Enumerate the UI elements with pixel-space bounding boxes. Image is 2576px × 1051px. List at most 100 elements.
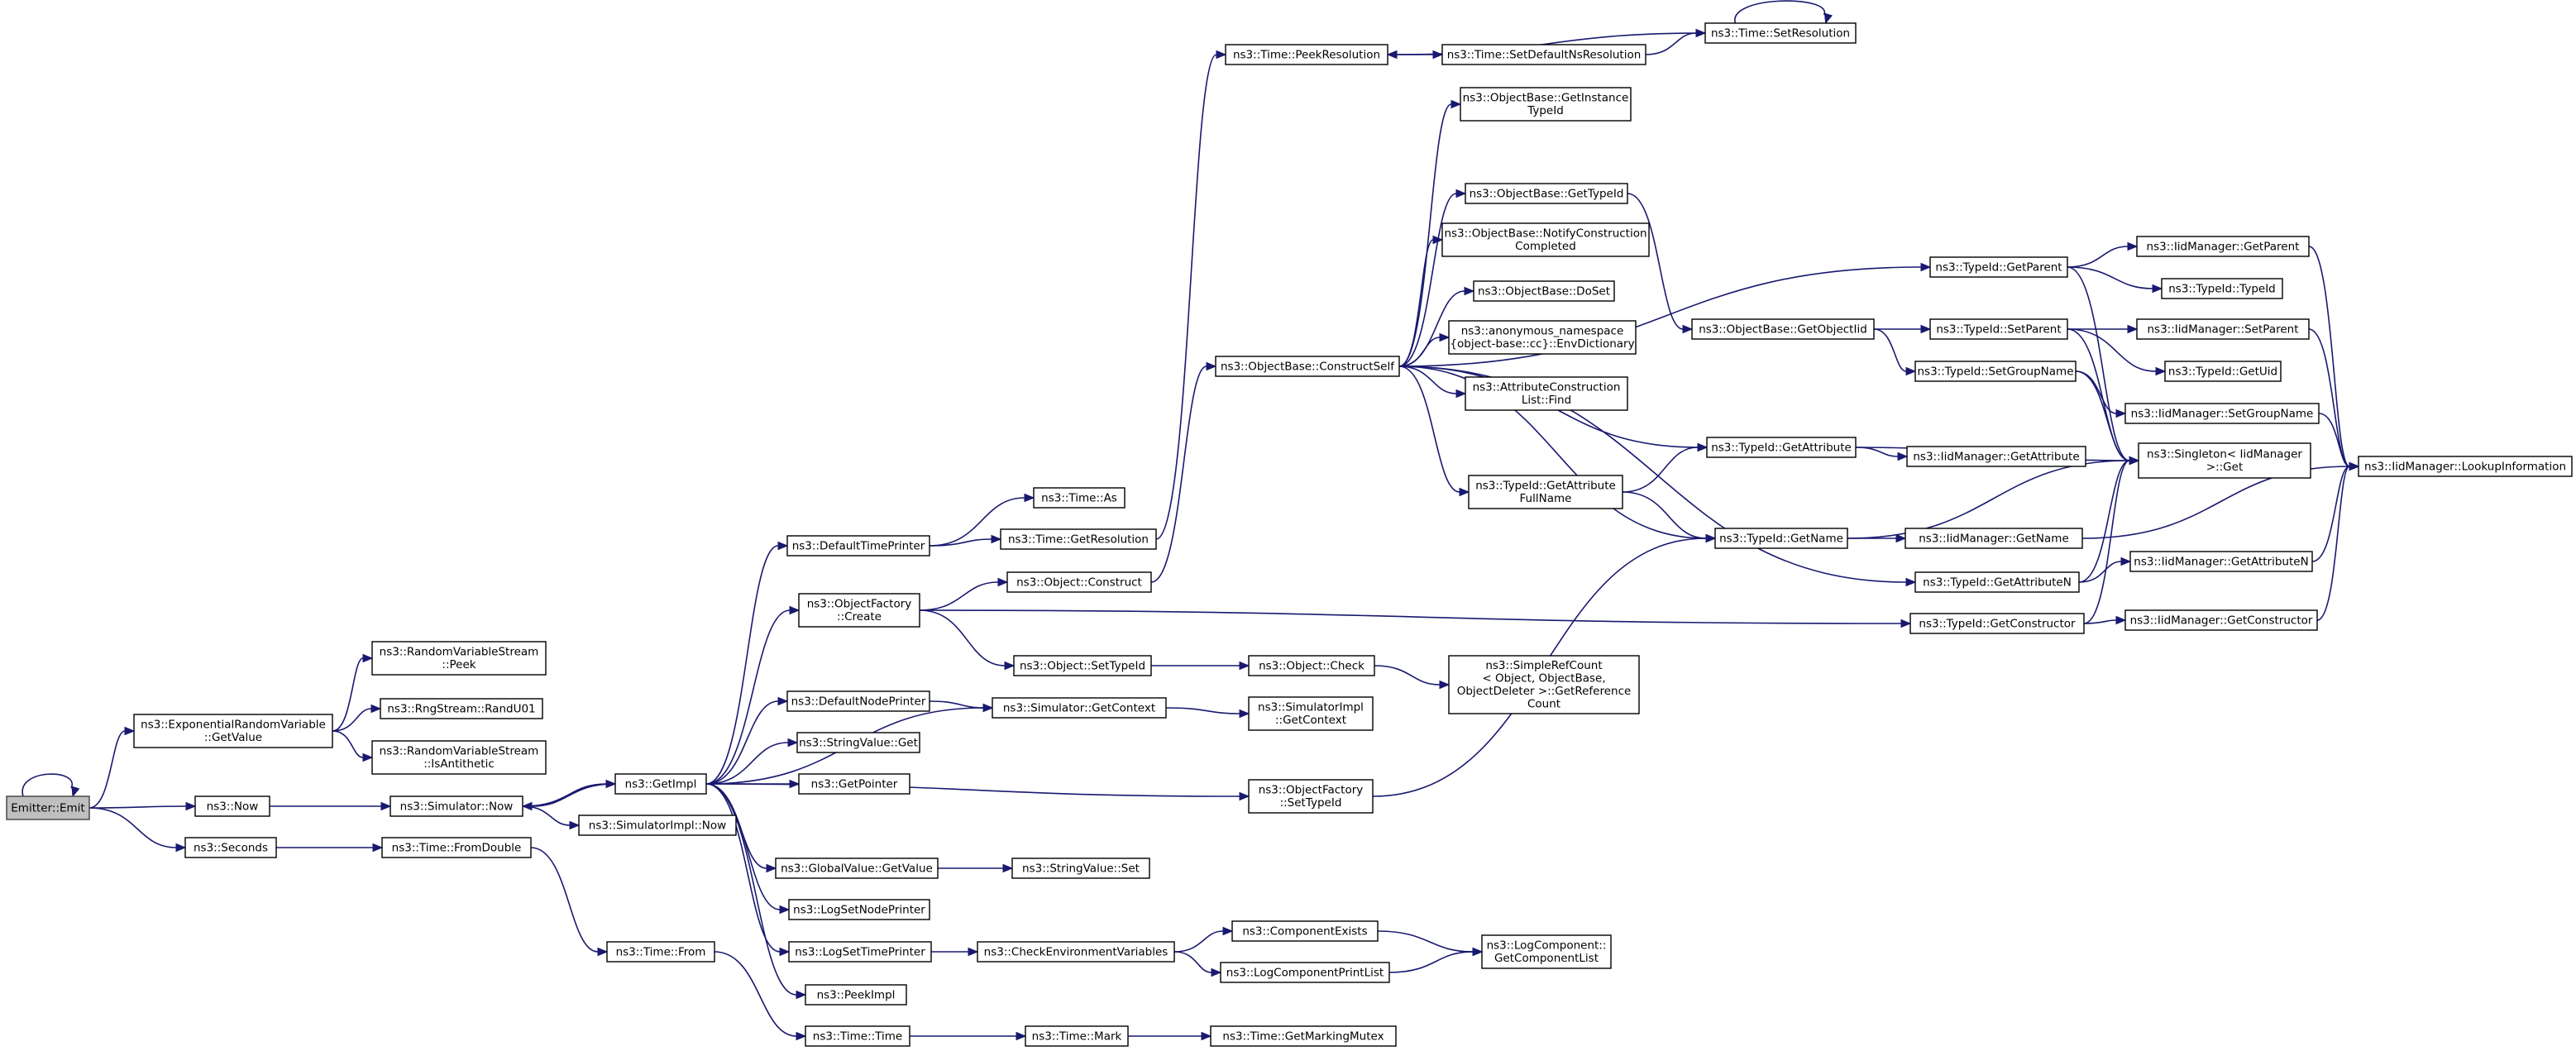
edge-objbasegettypeid-to-objbasegetobjtid	[1627, 193, 1694, 334]
node-setdefnsres[interactable]: ns3::Time::SetDefaultNsResolution	[1441, 44, 1646, 65]
node-box	[1013, 655, 1152, 676]
edge-line	[88, 730, 126, 809]
node-getpointer[interactable]: ns3::GetPointer	[798, 773, 910, 795]
node-box	[578, 815, 737, 836]
edge-line	[530, 847, 599, 953]
node-timeas[interactable]: ns3::Time::As	[1033, 487, 1126, 509]
edge-line	[2316, 466, 2350, 621]
node-box	[1465, 376, 1628, 411]
node-tidgetattrn[interactable]: ns3::TypeId::GetAttributeN	[1914, 571, 2080, 593]
node-objsettypeid[interactable]: ns3::Object::SetTypeId	[1013, 655, 1152, 676]
edge-line	[2067, 266, 2130, 461]
node-tidgetconstructor[interactable]: ns3::TypeId::GetConstructor	[1909, 613, 2085, 634]
node-seconds[interactable]: ns3::Seconds	[184, 837, 277, 858]
node-peekimpl[interactable]: ns3::PeekImpl	[805, 984, 907, 1006]
node-objfactsettypeid[interactable]: ns3::ObjectFactory::SetTypeId	[1248, 779, 1374, 814]
node-timetime[interactable]: ns3::Time::Time	[805, 1025, 910, 1047]
node-simimplnow[interactable]: ns3::SimulatorImpl::Now	[578, 815, 737, 836]
node-label: ns3::Object::SetTypeId	[1020, 659, 1145, 672]
node-logsetnodeprinter[interactable]: ns3::LogSetNodePrinter	[788, 899, 930, 920]
node-strvalset[interactable]: ns3::StringValue::Set	[1011, 858, 1150, 879]
node-checkenv[interactable]: ns3::CheckEnvironmentVariables	[977, 941, 1175, 963]
edge-line	[705, 783, 1240, 797]
node-box	[1929, 318, 2068, 340]
node-timefrom[interactable]: ns3::Time::From	[606, 941, 715, 963]
node-objbaseconstructself[interactable]: ns3::ObjectBase::ConstructSelf	[1215, 356, 1400, 377]
arrowhead-icon	[766, 863, 777, 873]
node-label: ns3::PeekImpl	[817, 988, 896, 1001]
node-label: ns3::GetImpl	[625, 777, 697, 791]
node-iidgetparent[interactable]: ns3::IidManager::GetParent	[2136, 236, 2310, 257]
arrowhead-icon	[777, 696, 789, 706]
node-simnow[interactable]: ns3::Simulator::Now	[390, 795, 523, 817]
node-tidsetgroupname[interactable]: ns3::TypeId::SetGroupName	[1914, 361, 2077, 382]
arrowhead-icon	[2115, 408, 2127, 418]
node-logcompgetlist[interactable]: ns3::LogComponent::GetComponentList	[1481, 934, 1612, 969]
node-tidgetuid[interactable]: ns3::TypeId::GetUid	[2164, 361, 2282, 382]
node-simplerefcount[interactable]: ns3::SimpleRefCount< Object, ObjectBase,…	[1448, 655, 1640, 714]
node-globalvalget[interactable]: ns3::GlobalValue::GetValue	[775, 858, 939, 879]
node-objfactcreate[interactable]: ns3::ObjectFactory::Create	[798, 593, 920, 628]
node-peekres[interactable]: ns3::Time::PeekResolution	[1225, 44, 1388, 65]
node-tidgetparent[interactable]: ns3::TypeId::GetParent	[1929, 256, 2068, 278]
node-logsettimeprinter[interactable]: ns3::LogSetTimePrinter	[788, 941, 932, 963]
node-iidgetattrn[interactable]: ns3::IidManager::GetAttributeN	[2129, 551, 2313, 572]
arrowhead-icon	[2120, 557, 2132, 566]
edge-line	[1398, 239, 1434, 367]
node-simgetcontext[interactable]: ns3::Simulator::GetContext	[992, 697, 1167, 719]
node-timemark[interactable]: ns3::Time::Mark	[1025, 1025, 1129, 1047]
node-box	[1929, 256, 2068, 278]
node-singletonget[interactable]: ns3::Singleton< IidManager>::Get	[2138, 442, 2311, 479]
node-iidgetname[interactable]: ns3::IidManager::GetName	[1905, 528, 2083, 549]
node-strvalget[interactable]: ns3::StringValue::Get	[796, 732, 920, 753]
node-randu01[interactable]: ns3::RngStream::RandU01	[380, 698, 543, 719]
node-getimpl[interactable]: ns3::GetImpl	[614, 773, 707, 795]
node-tidgetattr[interactable]: ns3::TypeId::GetAttribute	[1706, 437, 1857, 458]
arrowhead-icon	[968, 947, 979, 957]
node-emit[interactable]: Emitter::Emit	[6, 795, 90, 820]
edge-line	[1398, 266, 1922, 367]
node-setres[interactable]: ns3::Time::SetResolution	[1704, 22, 1857, 44]
node-label: ns3::Object::Check	[1259, 659, 1364, 672]
node-tidsetparent[interactable]: ns3::TypeId::SetParent	[1929, 318, 2068, 340]
node-box	[1448, 320, 1637, 355]
node-fromdouble[interactable]: ns3::Time::FromDouble	[381, 837, 532, 858]
node-iidgetconstructor[interactable]: ns3::IidManager::GetConstructor	[2124, 609, 2318, 631]
node-getmarkingmutex[interactable]: ns3::Time::GetMarkingMutex	[1210, 1025, 1397, 1047]
node-simimplgetctx[interactable]: ns3::SimulatorImpl::GetContext	[1248, 696, 1374, 731]
node-objbasenotify[interactable]: ns3::ObjectBase::NotifyConstructionCompl…	[1441, 222, 1650, 257]
node-iidlookupinfo[interactable]: ns3::IidManager::LookupInformation	[2358, 456, 2573, 477]
node-box	[2129, 551, 2313, 572]
node-anonenvdict[interactable]: ns3::anonymous_namespace{object-base::cc…	[1448, 320, 1637, 355]
arrowhead-icon	[1455, 189, 1467, 198]
node-objcheck[interactable]: ns3::Object::Check	[1248, 655, 1375, 676]
node-box	[1465, 183, 1628, 204]
node-objbasegettypeid[interactable]: ns3::ObjectBase::GetTypeId	[1465, 183, 1628, 204]
node-objbasegetobjtid[interactable]: ns3::ObjectBase::GetObjectIid	[1691, 318, 1875, 340]
edge-line	[929, 700, 984, 709]
node-timegetres[interactable]: ns3::Time::GetResolution	[1000, 528, 1157, 550]
node-rvspeek[interactable]: ns3::RandomVariableStream::Peek	[371, 641, 547, 676]
node-iidgetattr[interactable]: ns3::IidManager::GetAttribute	[1906, 446, 2086, 467]
node-iidsetparent[interactable]: ns3::IidManager::SetParent	[2136, 318, 2310, 340]
node-iidsetgroupname[interactable]: ns3::IidManager::SetGroupName	[2124, 403, 2320, 424]
edge-getimpl-to-deftimeprinter	[705, 541, 789, 785]
node-label: >::Get	[2206, 461, 2243, 474]
node-objbasedoset[interactable]: ns3::ObjectBase::DoSet	[1473, 280, 1615, 302]
node-isanti[interactable]: ns3::RandomVariableStream::IsAntithetic	[371, 740, 547, 775]
node-tidgetname[interactable]: ns3::TypeId::GetName	[1714, 528, 1848, 549]
node-deftimeprinter[interactable]: ns3::DefaultTimePrinter	[786, 535, 930, 557]
edge-line	[1398, 365, 1460, 493]
node-label: ns3::SimpleRefCount	[1485, 659, 1602, 672]
node-expget[interactable]: ns3::ExponentialRandomVariable::GetValue	[133, 714, 333, 748]
node-logcompprintlist[interactable]: ns3::LogComponentPrintList	[1220, 962, 1390, 983]
edge-expget-to-isanti	[332, 730, 374, 762]
node-now[interactable]: ns3::Now	[194, 795, 270, 817]
node-objconstruct[interactable]: ns3::Object::Construct	[1006, 571, 1152, 593]
node-compexists[interactable]: ns3::ComponentExists	[1231, 920, 1379, 942]
node-tidtypeid[interactable]: ns3::TypeId::TypeId	[2161, 278, 2283, 299]
node-defnodeprinter[interactable]: ns3::DefaultNodePrinter	[786, 690, 930, 712]
